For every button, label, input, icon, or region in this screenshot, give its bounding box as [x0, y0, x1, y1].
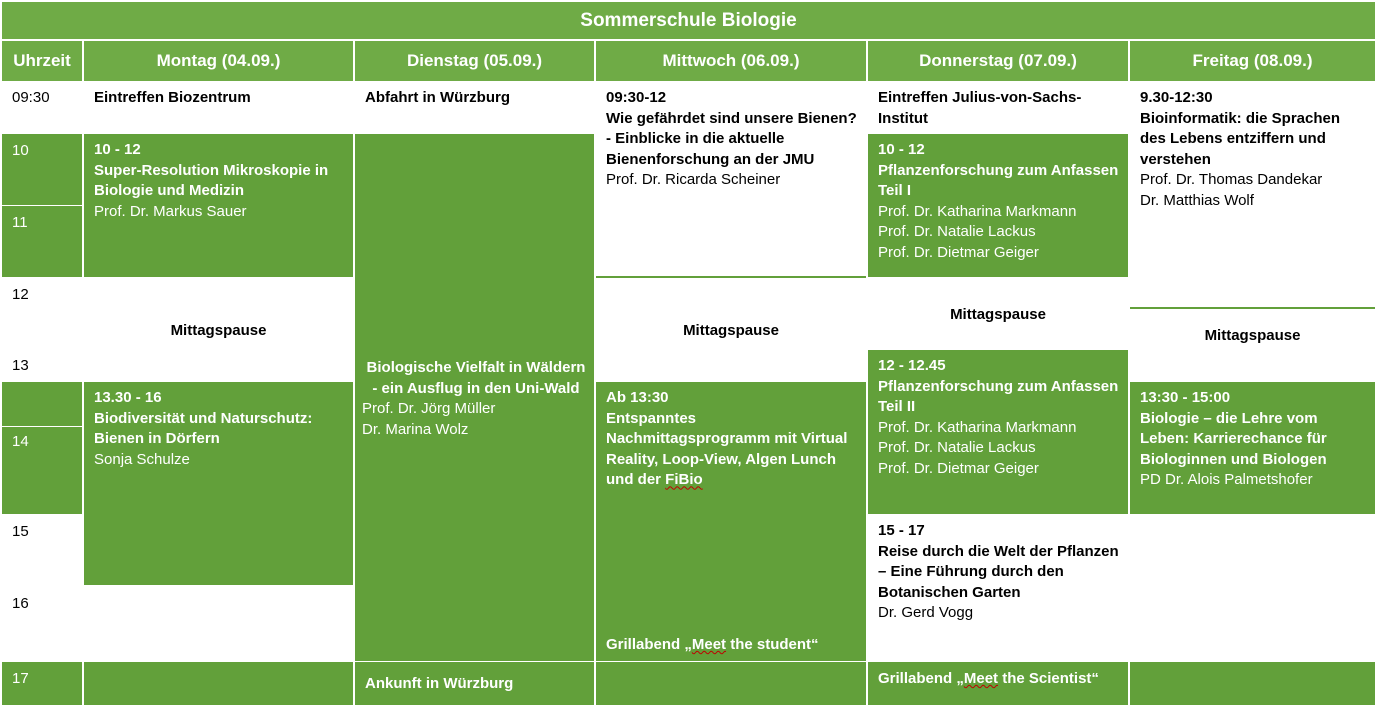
tuesday-trip-event: Biologische Vielfalt in Wäldern - ein Au…	[362, 359, 586, 438]
monday-lunch: Mittagspause	[170, 322, 267, 339]
monday-afternoon-event: 13.30 - 16 Biodiversität und Naturschutz…	[94, 389, 313, 468]
wednesday-lunch: Mittagspause	[683, 322, 779, 339]
tuesday-departure: Abfahrt in Würzburg	[365, 89, 510, 106]
tuesday-evening-block	[355, 662, 594, 705]
friday-afternoon-block	[1130, 382, 1375, 514]
wednesday-afternoon-block	[596, 382, 866, 661]
header-time: Uhrzeit	[2, 41, 82, 81]
header-tuesday: Dienstag (05.09.)	[355, 41, 594, 81]
monday-morning-block	[84, 134, 353, 277]
wednesday-evening-block	[596, 662, 866, 705]
friday-morning-event: 9.30-12:30 Bioinformatik: die Sprachen d…	[1140, 89, 1341, 209]
time-label: 12	[12, 286, 29, 303]
friday-lunch: Mittagspause	[1204, 327, 1301, 344]
tuesday-return: Ankunft in Würzburg	[365, 675, 514, 692]
tuesday-trip-block	[355, 134, 594, 661]
time-label: 11	[12, 214, 28, 231]
monday-morning-event: 10 - 12 Super-Resolution Mikroskopie in …	[94, 141, 329, 220]
header-wednesday: Mittwoch (06.09.)	[596, 41, 866, 81]
time-label: 14	[12, 433, 29, 450]
time-label: 17	[12, 670, 29, 687]
wednesday-morning-event: 09:30-12 Wie gefährdet sind unsere Biene…	[606, 89, 857, 189]
thursday-part1-block	[868, 134, 1128, 277]
time-label: 13	[12, 357, 29, 374]
thursday-evening-block	[868, 662, 1128, 705]
monday-arrival: Eintreffen Biozentrum	[94, 89, 251, 106]
header-thursday: Donnerstag (07.09.)	[868, 41, 1128, 81]
friday-evening-block	[1130, 662, 1375, 705]
thursday-part2-event: 12 - 12.45 Pflanzenforschung zum Anfasse…	[878, 357, 1119, 477]
wednesday-afternoon-event: Ab 13:30 Entspanntes Nachmittagsprogramm…	[606, 389, 848, 489]
thursday-tour-event: 15 - 17 Reise durch die Welt der Pflanze…	[878, 522, 1119, 622]
thursday-part1-event: 10 - 12 Pflanzenforschung zum Anfassen T…	[878, 141, 1119, 261]
page-title: Sommerschule Biologie	[2, 2, 1375, 39]
header-monday: Montag (04.09.)	[84, 41, 353, 81]
thursday-lunch: Mittagspause	[950, 306, 1046, 323]
thursday-bbq: Grillabend „Meet the Scientist“	[878, 670, 1099, 687]
time-cell-13-14	[2, 382, 82, 514]
thursday-part2-block	[868, 350, 1128, 514]
time-cell-17	[2, 662, 82, 705]
time-label: 16	[12, 595, 29, 612]
time-label: 10	[12, 142, 29, 159]
monday-evening-block	[84, 662, 353, 705]
time-label: 09:30	[12, 89, 50, 106]
time-label: 15	[12, 523, 29, 540]
thursday-arrival: Eintreffen Julius-von-Sachs-Institut	[878, 89, 1082, 127]
header-friday: Freitag (08.09.)	[1130, 41, 1375, 81]
monday-afternoon-block	[84, 382, 353, 585]
wednesday-bbq: Grillabend „Meet the student“	[606, 636, 819, 653]
friday-afternoon-event: 13:30 - 15:00 Biologie – die Lehre vom L…	[1140, 389, 1327, 489]
